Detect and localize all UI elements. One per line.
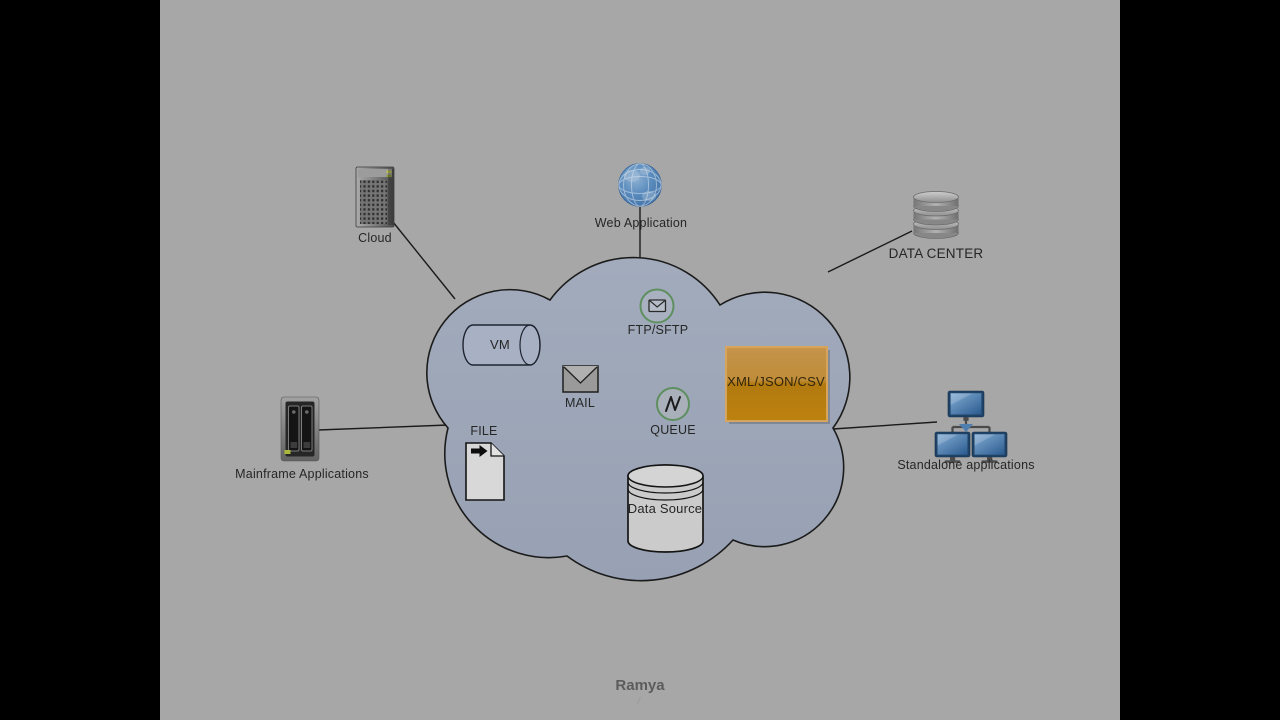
envelope-in-circle-icon — [639, 288, 675, 324]
document-arrow-icon — [465, 442, 505, 501]
label-queue: QUEUE — [650, 423, 696, 437]
letterbox-right — [1120, 0, 1280, 720]
database-stack-icon — [913, 191, 959, 239]
database-cylinder-shape — [627, 464, 704, 553]
label-web-application: Web Application — [594, 216, 688, 230]
connector-lines — [317, 207, 938, 431]
letterbox-left — [0, 0, 160, 720]
connector-data-center — [827, 230, 913, 273]
label-vm: VM — [490, 337, 510, 352]
zigzag-in-circle-icon — [656, 387, 690, 421]
label-data-center: DATA CENTER — [888, 246, 984, 261]
label-cloud: Cloud — [358, 231, 392, 245]
diagram-canvas — [280, 163, 1008, 582]
label-data-source: Data Source — [627, 501, 703, 516]
label-mail: MAIL — [565, 396, 595, 410]
envelope-icon — [562, 365, 599, 393]
label-file: FILE — [470, 424, 498, 438]
diagram-stage: Cloud Web Application DATA CENTER Mainfr… — [160, 0, 1120, 720]
label-xml-json-csv: XML/JSON/CSV — [727, 374, 825, 389]
horizontal-cylinder-shape — [462, 324, 541, 366]
globe-icon — [618, 163, 662, 207]
connector-mainframe — [317, 424, 449, 431]
label-mainframe: Mainframe Applications — [235, 467, 369, 481]
orange-rectangle-shape — [725, 346, 830, 424]
connector-standalone — [832, 421, 938, 430]
watermark-text: Ramya — [615, 677, 665, 694]
label-standalone: Standalone applications — [897, 458, 1035, 472]
storage-server-icon — [280, 396, 320, 462]
network-monitors-icon — [934, 390, 1008, 463]
server-tower-icon — [355, 166, 395, 228]
connector-cloud-server — [392, 221, 456, 300]
label-ftp: FTP/SFTP — [627, 323, 689, 337]
